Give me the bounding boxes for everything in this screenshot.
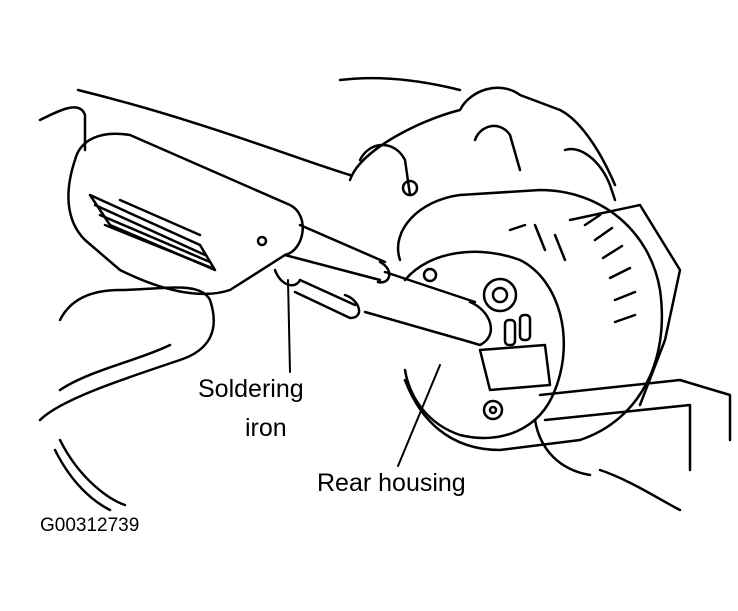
alternator-drawing [396,188,682,452]
soldering-iron-label-line1: Soldering [198,375,304,403]
stand-drawing [533,378,732,512]
figure-code: G00312739 [40,515,140,536]
left-hand-drawing [38,88,352,512]
rear-housing-label: Rear housing [317,469,466,497]
rear-housing-leader-line [397,364,441,467]
soldering-iron-drawing [67,132,492,347]
soldering-iron-label-line2: iron [245,414,287,442]
soldering-iron-leader-line [287,279,291,373]
right-hand-drawing [338,76,617,202]
